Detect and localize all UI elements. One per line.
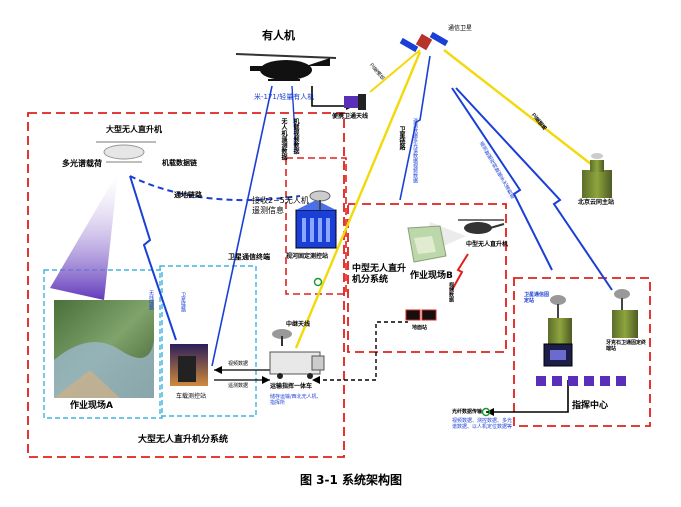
portable-antenna-icon bbox=[344, 94, 366, 110]
vehicle-to-mid-dashed bbox=[316, 321, 408, 381]
mid-heli-icon bbox=[458, 219, 505, 234]
yellow-mid-link-label: 卫星链路 bbox=[398, 126, 405, 150]
vehicle-station-box bbox=[159, 265, 257, 417]
transport-vehicle-sub: 储存运输/西北无人机、指挥所 bbox=[270, 394, 322, 406]
transport-vehicle-icon bbox=[269, 351, 325, 379]
blue-link-sat-to-cmd-1 bbox=[451, 87, 553, 271]
fiber-marker bbox=[481, 407, 491, 417]
mid-red-link-label: 视频数据 bbox=[448, 282, 454, 302]
airborne-link-label: 机载数据链 bbox=[162, 159, 197, 167]
big-unmanned-heli-icon bbox=[96, 141, 156, 163]
heli-down-link-2: 机载视频数据 bbox=[292, 118, 299, 154]
ya-station-label: 牙克石卫通固定终端站 bbox=[606, 340, 647, 352]
relay-antenna-icon bbox=[272, 329, 292, 346]
site-b-label: 作业现场B bbox=[410, 271, 453, 281]
heli-to-portable-arrow bbox=[311, 86, 346, 107]
manned-heli-subtitle: 米-171/轻量有人机 bbox=[254, 93, 315, 101]
blue-link-sat-to-cmd-2 bbox=[455, 87, 613, 291]
ground-link-dashed bbox=[129, 175, 301, 202]
blue-link-heli-to-site bbox=[129, 175, 177, 341]
command-center-box bbox=[513, 277, 651, 427]
mid-subsystem-label: 中型无人直升机分系统 bbox=[352, 264, 407, 285]
blue-link-heli-to-terminal bbox=[211, 85, 273, 367]
big-subsystem-label: 大型无人直升机分系统 bbox=[138, 435, 229, 445]
fiber-link-arrow bbox=[486, 380, 569, 413]
satellite-icon bbox=[399, 31, 449, 53]
sat-fixed-station-label: 卫星通信固定站 bbox=[524, 292, 550, 304]
site-b-map bbox=[407, 225, 447, 263]
multispectral-beam bbox=[50, 172, 118, 300]
satellite-label: 通信卫星 bbox=[448, 25, 473, 32]
river-fixed-station-label: 视河固定测控站 bbox=[286, 253, 329, 260]
portable-antenna-label: 便携卫通天线 bbox=[332, 113, 369, 120]
blue-vert-a-label: 无线链路 bbox=[148, 290, 154, 310]
vehicle-station-screen bbox=[170, 344, 208, 386]
fixed-station-marker bbox=[313, 277, 323, 287]
big-subsystem-box bbox=[27, 112, 345, 458]
sat-fixed-station-building bbox=[548, 295, 572, 344]
fixed-station-icon bbox=[295, 190, 337, 249]
cmd-center-label: 指挥中心 bbox=[572, 401, 609, 411]
figure-caption: 图 3-1 系统架构图 bbox=[300, 473, 403, 487]
fiber-link-label: 光纤数据传输 bbox=[452, 409, 483, 415]
ya-station-building bbox=[612, 289, 638, 338]
cmd-center-computers bbox=[536, 376, 626, 386]
transport-vehicle-label: 运输指挥一体车 bbox=[270, 383, 313, 390]
blue-link-sat-to-center bbox=[399, 55, 431, 201]
site-a-label: 作业现场A bbox=[70, 401, 113, 411]
sat-terminal-label: 卫星通信终端 bbox=[228, 253, 270, 261]
vehicle-station-label: 车载测控站 bbox=[176, 393, 207, 400]
cmd-center-screen bbox=[543, 343, 573, 367]
ground-link-label: 通地链路 bbox=[174, 191, 202, 199]
manned-helicopter-icon bbox=[235, 53, 337, 81]
manned-heli-title: 有人机 bbox=[262, 29, 295, 42]
yellow-link-sat-to-beijing bbox=[443, 49, 597, 169]
blue-vert-b-label: 卫星链路 bbox=[180, 292, 186, 312]
beijing-station-building bbox=[582, 153, 612, 198]
ground-station-screens bbox=[405, 309, 437, 321]
telemetry-data-label: 遥测数据 bbox=[228, 383, 249, 389]
multispectral-pod-label: 多光谱载荷 bbox=[62, 159, 102, 168]
heli-down-link-1: 无人机遥测数据 bbox=[280, 118, 287, 160]
fiber-desc: 视频数据、测控数据、多光谱数据、以人机定位数据等 bbox=[452, 418, 513, 430]
yellow-link-sat-to-mid bbox=[294, 51, 422, 349]
mid-subsystem-box bbox=[347, 203, 507, 353]
blue-mid-link-label: 遥测数据多光谱数据视频数据 bbox=[412, 118, 418, 183]
ground-station-label: 地面站 bbox=[412, 325, 428, 331]
ground-mcs-title: 接收2~5无人机遥测信息 bbox=[252, 196, 309, 215]
yellow-link-sat-to-portable bbox=[369, 49, 421, 93]
site-a-photo bbox=[54, 300, 154, 398]
mid-heli-label: 中型无人直升机 bbox=[466, 241, 509, 248]
big-heli-title: 大型无人直升机 bbox=[106, 125, 162, 134]
beijing-station-label: 北京云同主站 bbox=[578, 199, 615, 206]
video-data-label: 视频数据 bbox=[228, 361, 249, 367]
relay-antenna-label: 中继天线 bbox=[286, 321, 311, 328]
